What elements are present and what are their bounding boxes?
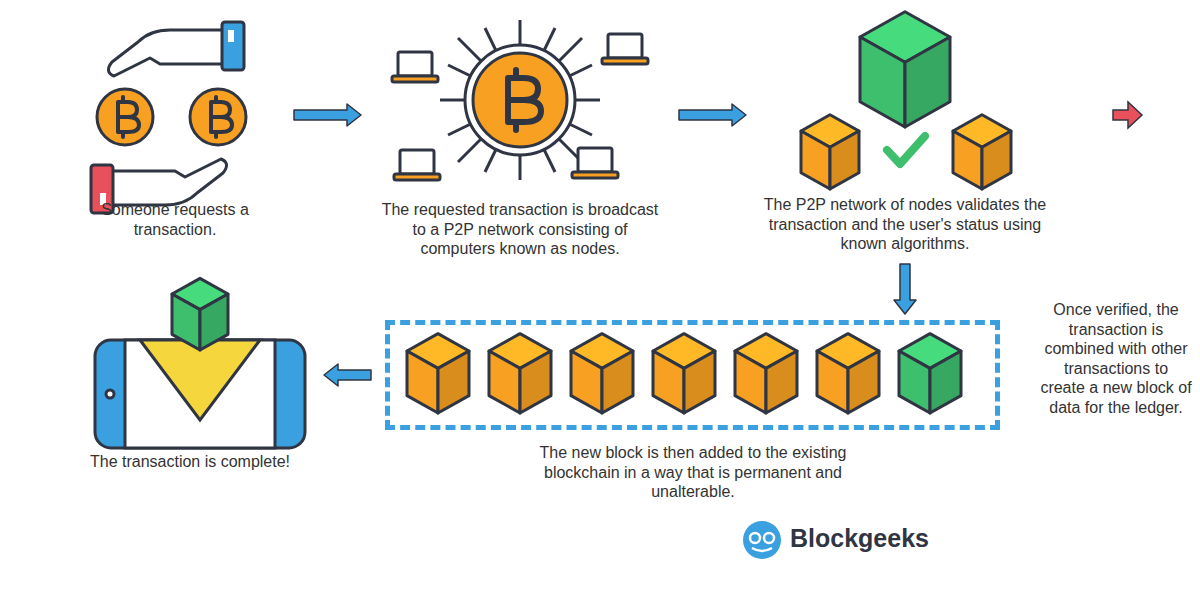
block-cube bbox=[817, 334, 879, 413]
step-text: The P2P network of nodes validates the t… bbox=[760, 195, 1050, 254]
block-cube bbox=[653, 334, 715, 413]
blockchain-box: The new block is then added to the exist… bbox=[385, 320, 1000, 430]
broadcast-step: The requested transaction is broadcast t… bbox=[375, 15, 665, 263]
block-cube bbox=[801, 115, 859, 189]
block-cube bbox=[571, 334, 633, 413]
hands-icon bbox=[91, 22, 246, 213]
step-text: The requested transaction is broadcast t… bbox=[375, 200, 665, 259]
step-text: Once verified, the transaction is combin… bbox=[1040, 300, 1192, 417]
verified-note: Once verified, the transaction is combin… bbox=[1040, 300, 1192, 422]
logo-text: Blockgeeks bbox=[790, 524, 929, 553]
block-cube bbox=[735, 334, 797, 413]
complete-step: The transaction is complete! bbox=[70, 300, 310, 476]
validate-step: The P2P network of nodes validates the t… bbox=[760, 15, 1050, 258]
network-icon bbox=[392, 20, 648, 180]
flow-arrow bbox=[679, 104, 746, 126]
logo-icon bbox=[743, 521, 781, 559]
block-cube bbox=[407, 334, 469, 413]
block-cube bbox=[172, 278, 228, 350]
step-text: The transaction is complete! bbox=[70, 452, 310, 472]
device-icon bbox=[95, 340, 305, 448]
flow-arrow bbox=[324, 364, 371, 386]
step-text: Someone requests a transaction. bbox=[70, 200, 280, 239]
block-cube bbox=[899, 334, 961, 413]
block-cube bbox=[860, 12, 950, 127]
flow-arrow bbox=[894, 264, 916, 314]
request-step: Someone requests a transaction. bbox=[70, 15, 280, 244]
block-cube bbox=[489, 334, 551, 413]
block-cube bbox=[953, 115, 1011, 189]
flow-arrow bbox=[294, 104, 361, 126]
continue-arrow bbox=[1113, 102, 1142, 128]
bitcoin-symbol bbox=[118, 97, 232, 137]
step-text: The new block is then added to the exist… bbox=[533, 443, 853, 502]
check-mark bbox=[887, 136, 925, 164]
bitcoin-symbol bbox=[508, 70, 541, 130]
